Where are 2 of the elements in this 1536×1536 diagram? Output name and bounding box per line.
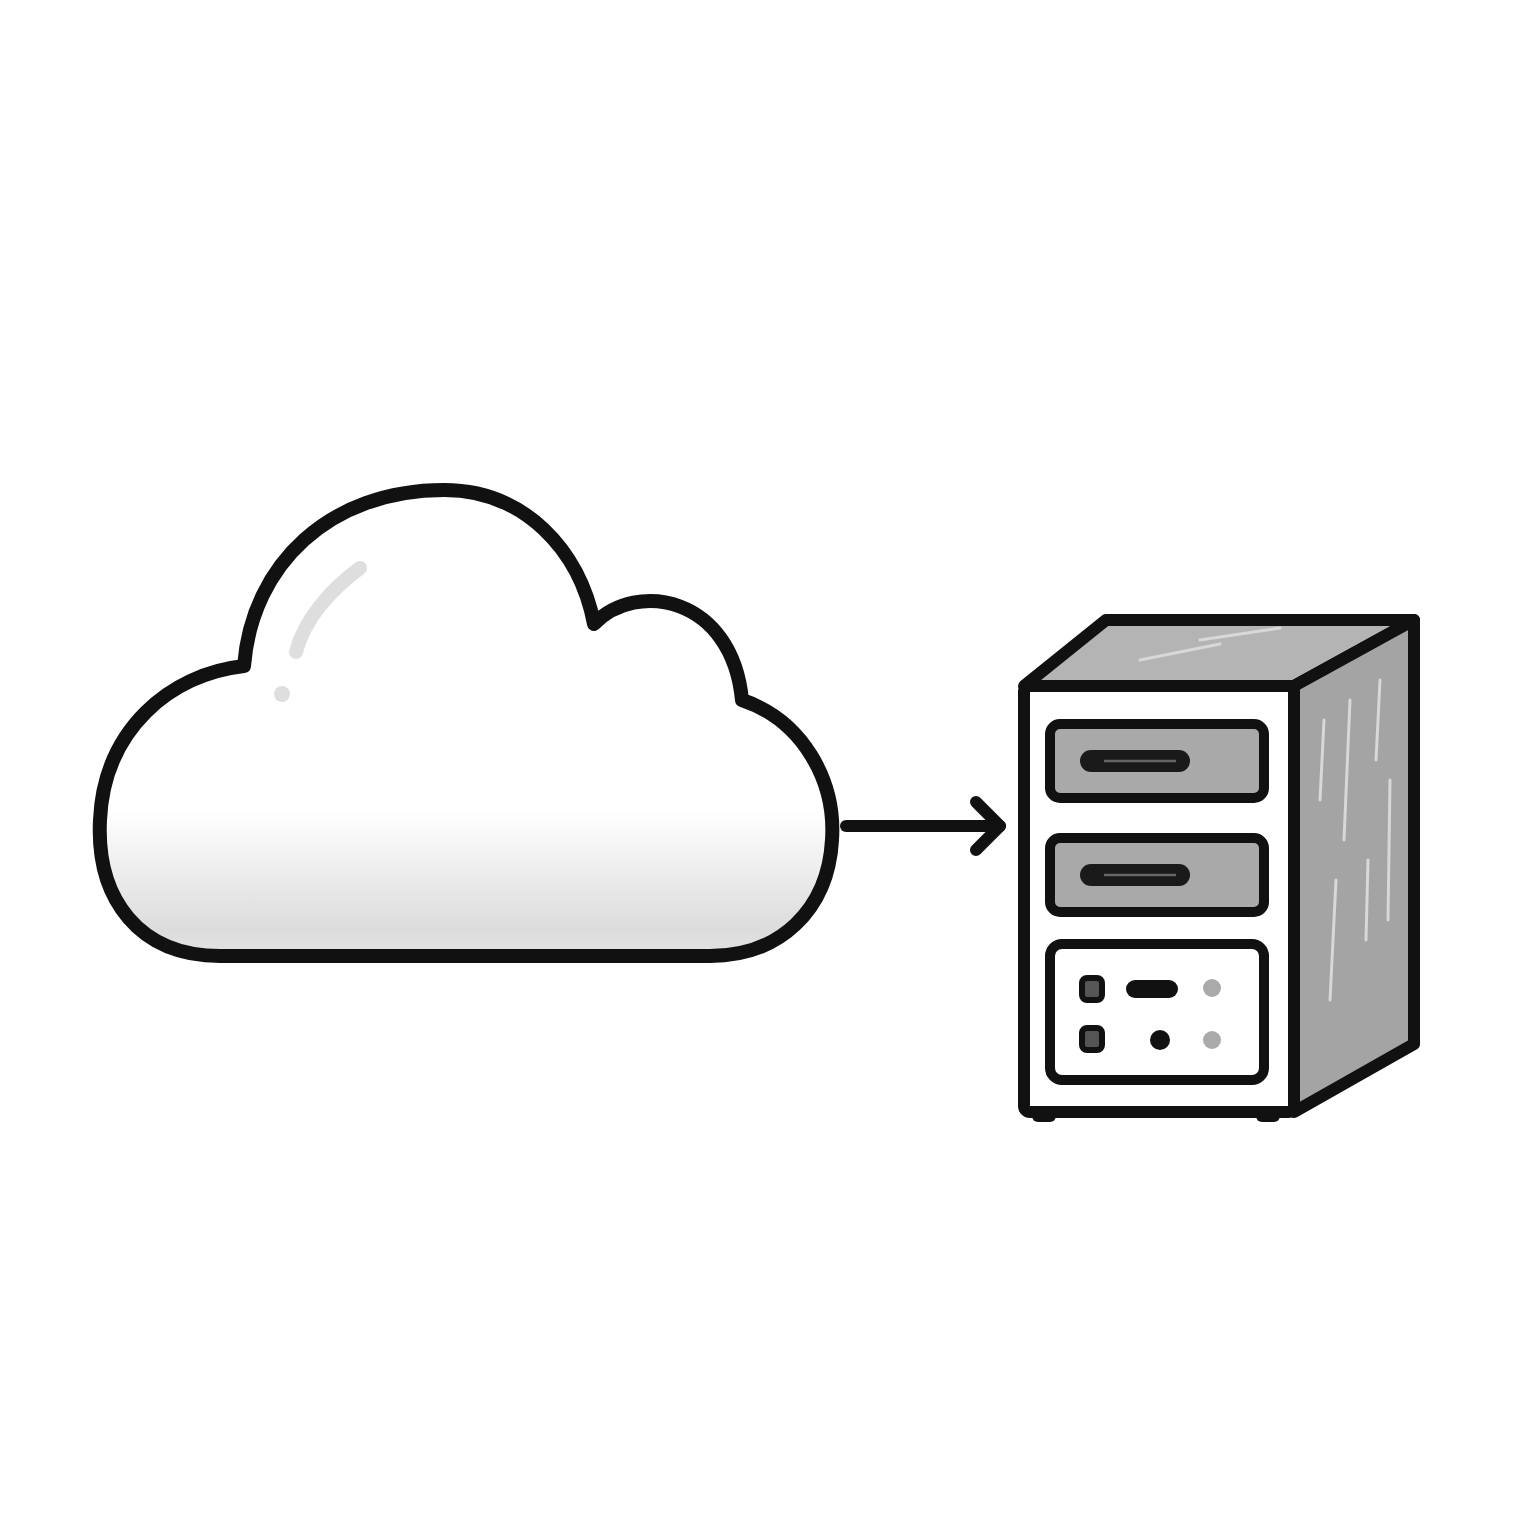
cloud-illustration <box>88 478 840 968</box>
arrow <box>840 796 1006 856</box>
